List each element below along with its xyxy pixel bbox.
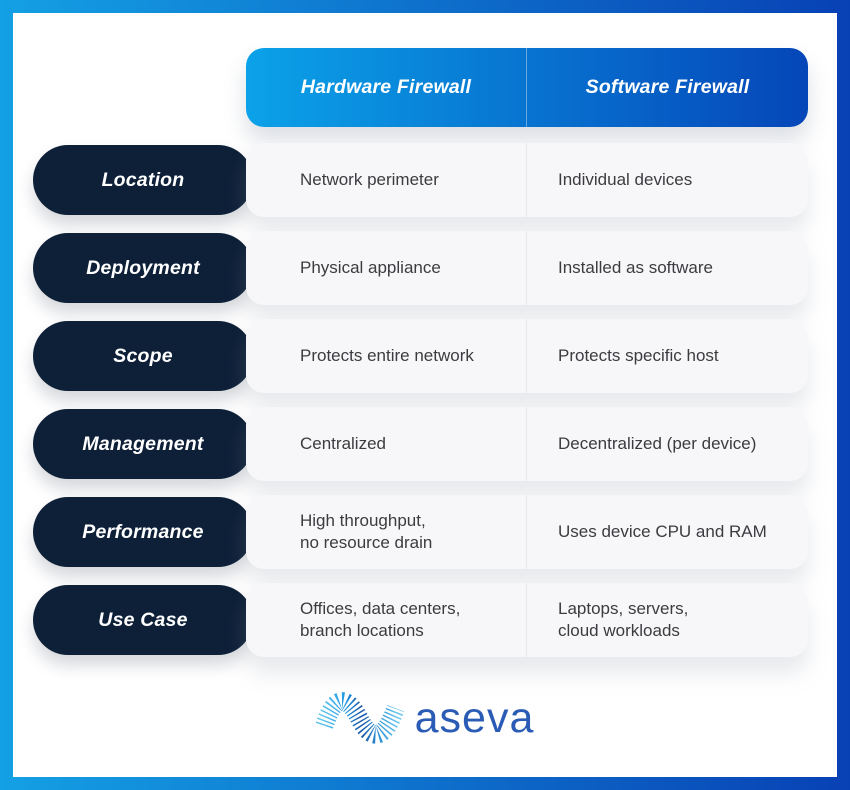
cell-hardware: Centralized — [246, 407, 527, 481]
table-row-management: Management Centralized Decentralized (pe… — [33, 407, 808, 481]
infographic-canvas: Hardware Firewall Software Firewall Loca… — [13, 13, 837, 777]
header-software-firewall: Software Firewall — [527, 48, 808, 127]
cell-software: Individual devices — [558, 169, 693, 189]
row-cells: Protects entire network Protects specifi… — [246, 319, 808, 393]
row-label: Use Case — [98, 608, 188, 631]
row-label: Performance — [82, 520, 204, 543]
row-label-pill: Use Case — [33, 585, 253, 655]
row-label-pill: Scope — [33, 321, 253, 391]
table-header: Hardware Firewall Software Firewall — [246, 48, 808, 127]
table-row-scope: Scope Protects entire network Protects s… — [33, 319, 808, 393]
cell-hardware: Network perimeter — [246, 143, 527, 217]
row-label: Management — [82, 432, 204, 455]
table-row-use-case: Use Case Offices, data centers, branch l… — [33, 583, 808, 657]
row-label: Scope — [113, 344, 173, 367]
cell-software: Decentralized (per device) — [558, 433, 757, 453]
table-row-location: Location Network perimeter Individual de… — [33, 143, 808, 217]
row-cells: Centralized Decentralized (per device) — [246, 407, 808, 481]
table-row-deployment: Deployment Physical appliance Installed … — [33, 231, 808, 305]
row-label: Location — [101, 168, 185, 191]
cell-hardware: High throughput, no resource drain — [246, 495, 527, 569]
row-cells: Network perimeter Individual devices — [246, 143, 808, 217]
header-hardware-label: Hardware Firewall — [300, 76, 472, 98]
cell-software: Installed as software — [558, 257, 713, 277]
wave-icon — [315, 689, 405, 752]
row-label-pill: Deployment — [33, 233, 253, 303]
table-row-performance: Performance High throughput, no resource… — [33, 495, 808, 569]
row-label-pill: Management — [33, 409, 253, 479]
row-cells: High throughput, no resource drain Uses … — [246, 495, 808, 569]
brand-logo: aseva — [13, 689, 837, 752]
cell-hardware: Physical appliance — [246, 231, 527, 305]
header-hardware-firewall: Hardware Firewall — [246, 48, 527, 127]
cell-software: Uses device CPU and RAM — [558, 521, 767, 541]
cell-hardware: Protects entire network — [246, 319, 527, 393]
row-label-pill: Performance — [33, 497, 253, 567]
cell-software: Protects specific host — [558, 345, 719, 365]
cell-hardware: Offices, data centers, branch locations — [246, 583, 527, 657]
row-cells: Offices, data centers, branch locations … — [246, 583, 808, 657]
cell-software: Laptops, servers, cloud workloads — [558, 598, 689, 640]
row-label-pill: Location — [33, 145, 253, 215]
row-label: Deployment — [86, 256, 200, 279]
header-software-label: Software Firewall — [585, 76, 750, 98]
comparison-rows: Location Network perimeter Individual de… — [33, 143, 808, 671]
row-cells: Physical appliance Installed as software — [246, 231, 808, 305]
logo-wordmark: aseva — [414, 694, 535, 742]
